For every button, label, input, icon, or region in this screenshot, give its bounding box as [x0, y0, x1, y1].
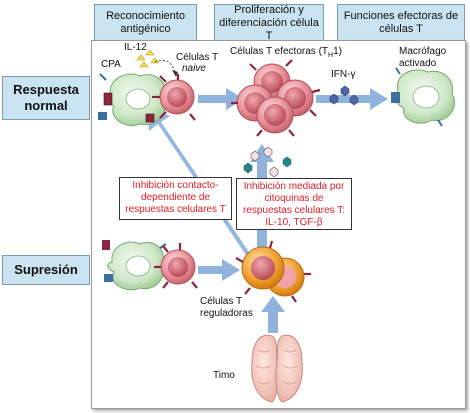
header-antigen-recognition-text: Reconocimiento antigénico: [106, 10, 185, 35]
effector-cells-label: Células T efectoras (TH1): [230, 46, 342, 62]
cytokine-inhibition-text: Inhibición mediada por citoquinas de res…: [242, 181, 346, 228]
thymus-label: Timo: [213, 370, 235, 381]
ifn-gamma-label: IFN-γ: [331, 69, 356, 80]
effector-cells-subscript: H: [328, 52, 334, 59]
apc-suppression-cell: [102, 240, 167, 291]
header-proliferation-text: Proliferación y diferenciación célula T: [219, 3, 319, 42]
effector-cells-end: 1): [333, 46, 342, 57]
contact-inhibition-text: Inhibición contacto-dependiente de respu…: [125, 180, 226, 215]
effector-cells-text: Células T efectoras (T: [230, 46, 329, 57]
apc-label: CPA: [101, 59, 121, 70]
thymus-organ: [251, 334, 303, 403]
header-proliferation: Proliferación y diferenciación célula T: [214, 4, 324, 42]
naive-cells-label: Células T: [176, 52, 219, 63]
row-label-normal: Respuesta normal: [2, 76, 90, 120]
contact-inhibition-box: Inhibición contacto-dependiente de respu…: [119, 177, 232, 220]
ifn-gamma-molecules: [329, 85, 359, 106]
treg-label: Células T reguladoras: [200, 296, 253, 319]
row-label-suppression-text: Supresión: [14, 262, 78, 277]
arrow-thymus-to-treg: [261, 296, 285, 333]
arrow-naive-to-effector: [198, 88, 244, 110]
cytokine-molecules: [243, 146, 292, 178]
row-label-normal-text: Respuesta normal: [13, 82, 79, 113]
il12-droplets: [136, 49, 178, 77]
macrophage-label: Macrófago activado: [399, 46, 447, 69]
il12-label: IL-12: [124, 42, 147, 53]
naive-word-label: naive: [182, 63, 206, 74]
header-antigen-recognition: Reconocimiento antigénico: [94, 4, 197, 42]
cytokine-inhibition-box: Inhibición mediada por citoquinas de res…: [236, 178, 352, 230]
header-effector-functions: Funciones efectoras de células T: [337, 4, 465, 42]
naive-t-cell: [152, 74, 196, 121]
header-effector-functions-text: Funciones efectoras de células T: [343, 10, 459, 35]
effector-t-cells: [231, 59, 321, 137]
activated-macrophage: [391, 67, 455, 127]
regulatory-t-cells: [235, 240, 311, 303]
suppression-t-cell: [154, 243, 198, 289]
row-label-suppression: Supresión: [2, 255, 90, 285]
apc-normal-cell: [98, 73, 166, 126]
arrow-suppression-apc-to-treg: [198, 259, 240, 281]
